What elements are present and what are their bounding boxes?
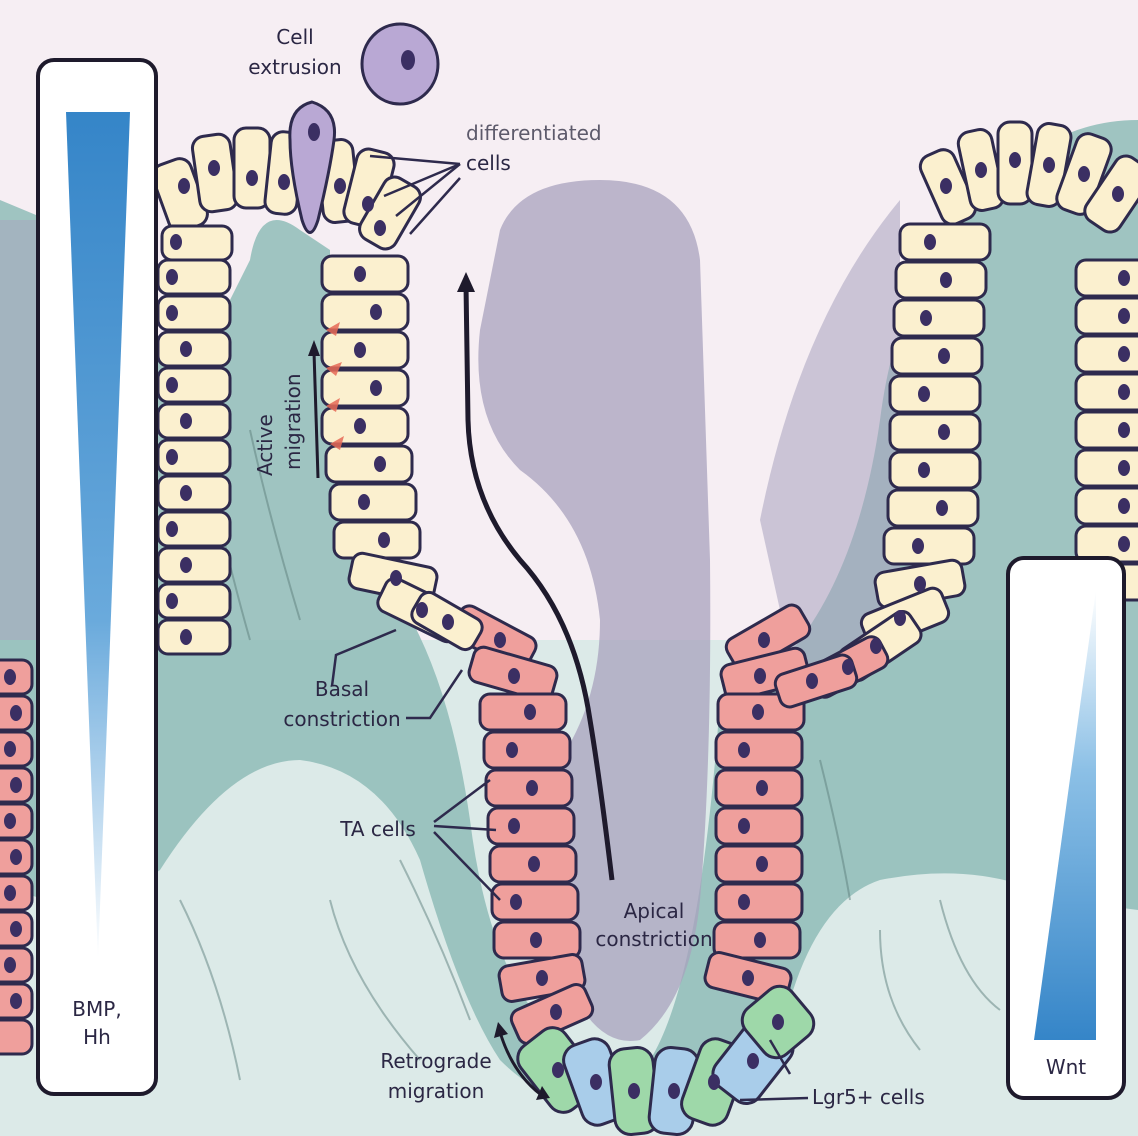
wnt-gradient-box [1008,558,1124,1098]
label-active-migration-line1: Active [253,414,277,476]
lumen-left [0,220,40,640]
extruded-cell-nucleus [401,50,415,70]
label-apical-constriction-line1: Apical [624,899,685,923]
label-wnt: Wnt [1046,1055,1086,1079]
label-retrograde-line2: migration [388,1079,485,1103]
label-cell-extrusion-line1: Cell [276,25,313,49]
label-apical-constriction-line2: constriction [595,927,712,951]
label-differentiated-line1: differentiated [466,121,602,145]
label-lgr5-cells: Lgr5+ cells [812,1085,925,1109]
migration-arrowhead [457,272,475,292]
label-differentiated-line2: cells [466,151,511,175]
label-ta-cells: TA cells [339,817,416,841]
label-cell-extrusion-line2: extrusion [248,55,341,79]
label-bmp: BMP, [72,997,121,1021]
extruding-cell-nucleus [308,123,320,141]
label-hh: Hh [83,1025,111,1049]
label-basal-constriction-line1: Basal [315,677,369,701]
extruded-cell [362,24,438,104]
label-basal-constriction-line2: constriction [283,707,400,731]
bmp-hh-gradient-box [38,60,156,1094]
label-retrograde-line1: Retrograde [380,1049,491,1073]
label-active-migration-line2: migration [281,373,305,470]
